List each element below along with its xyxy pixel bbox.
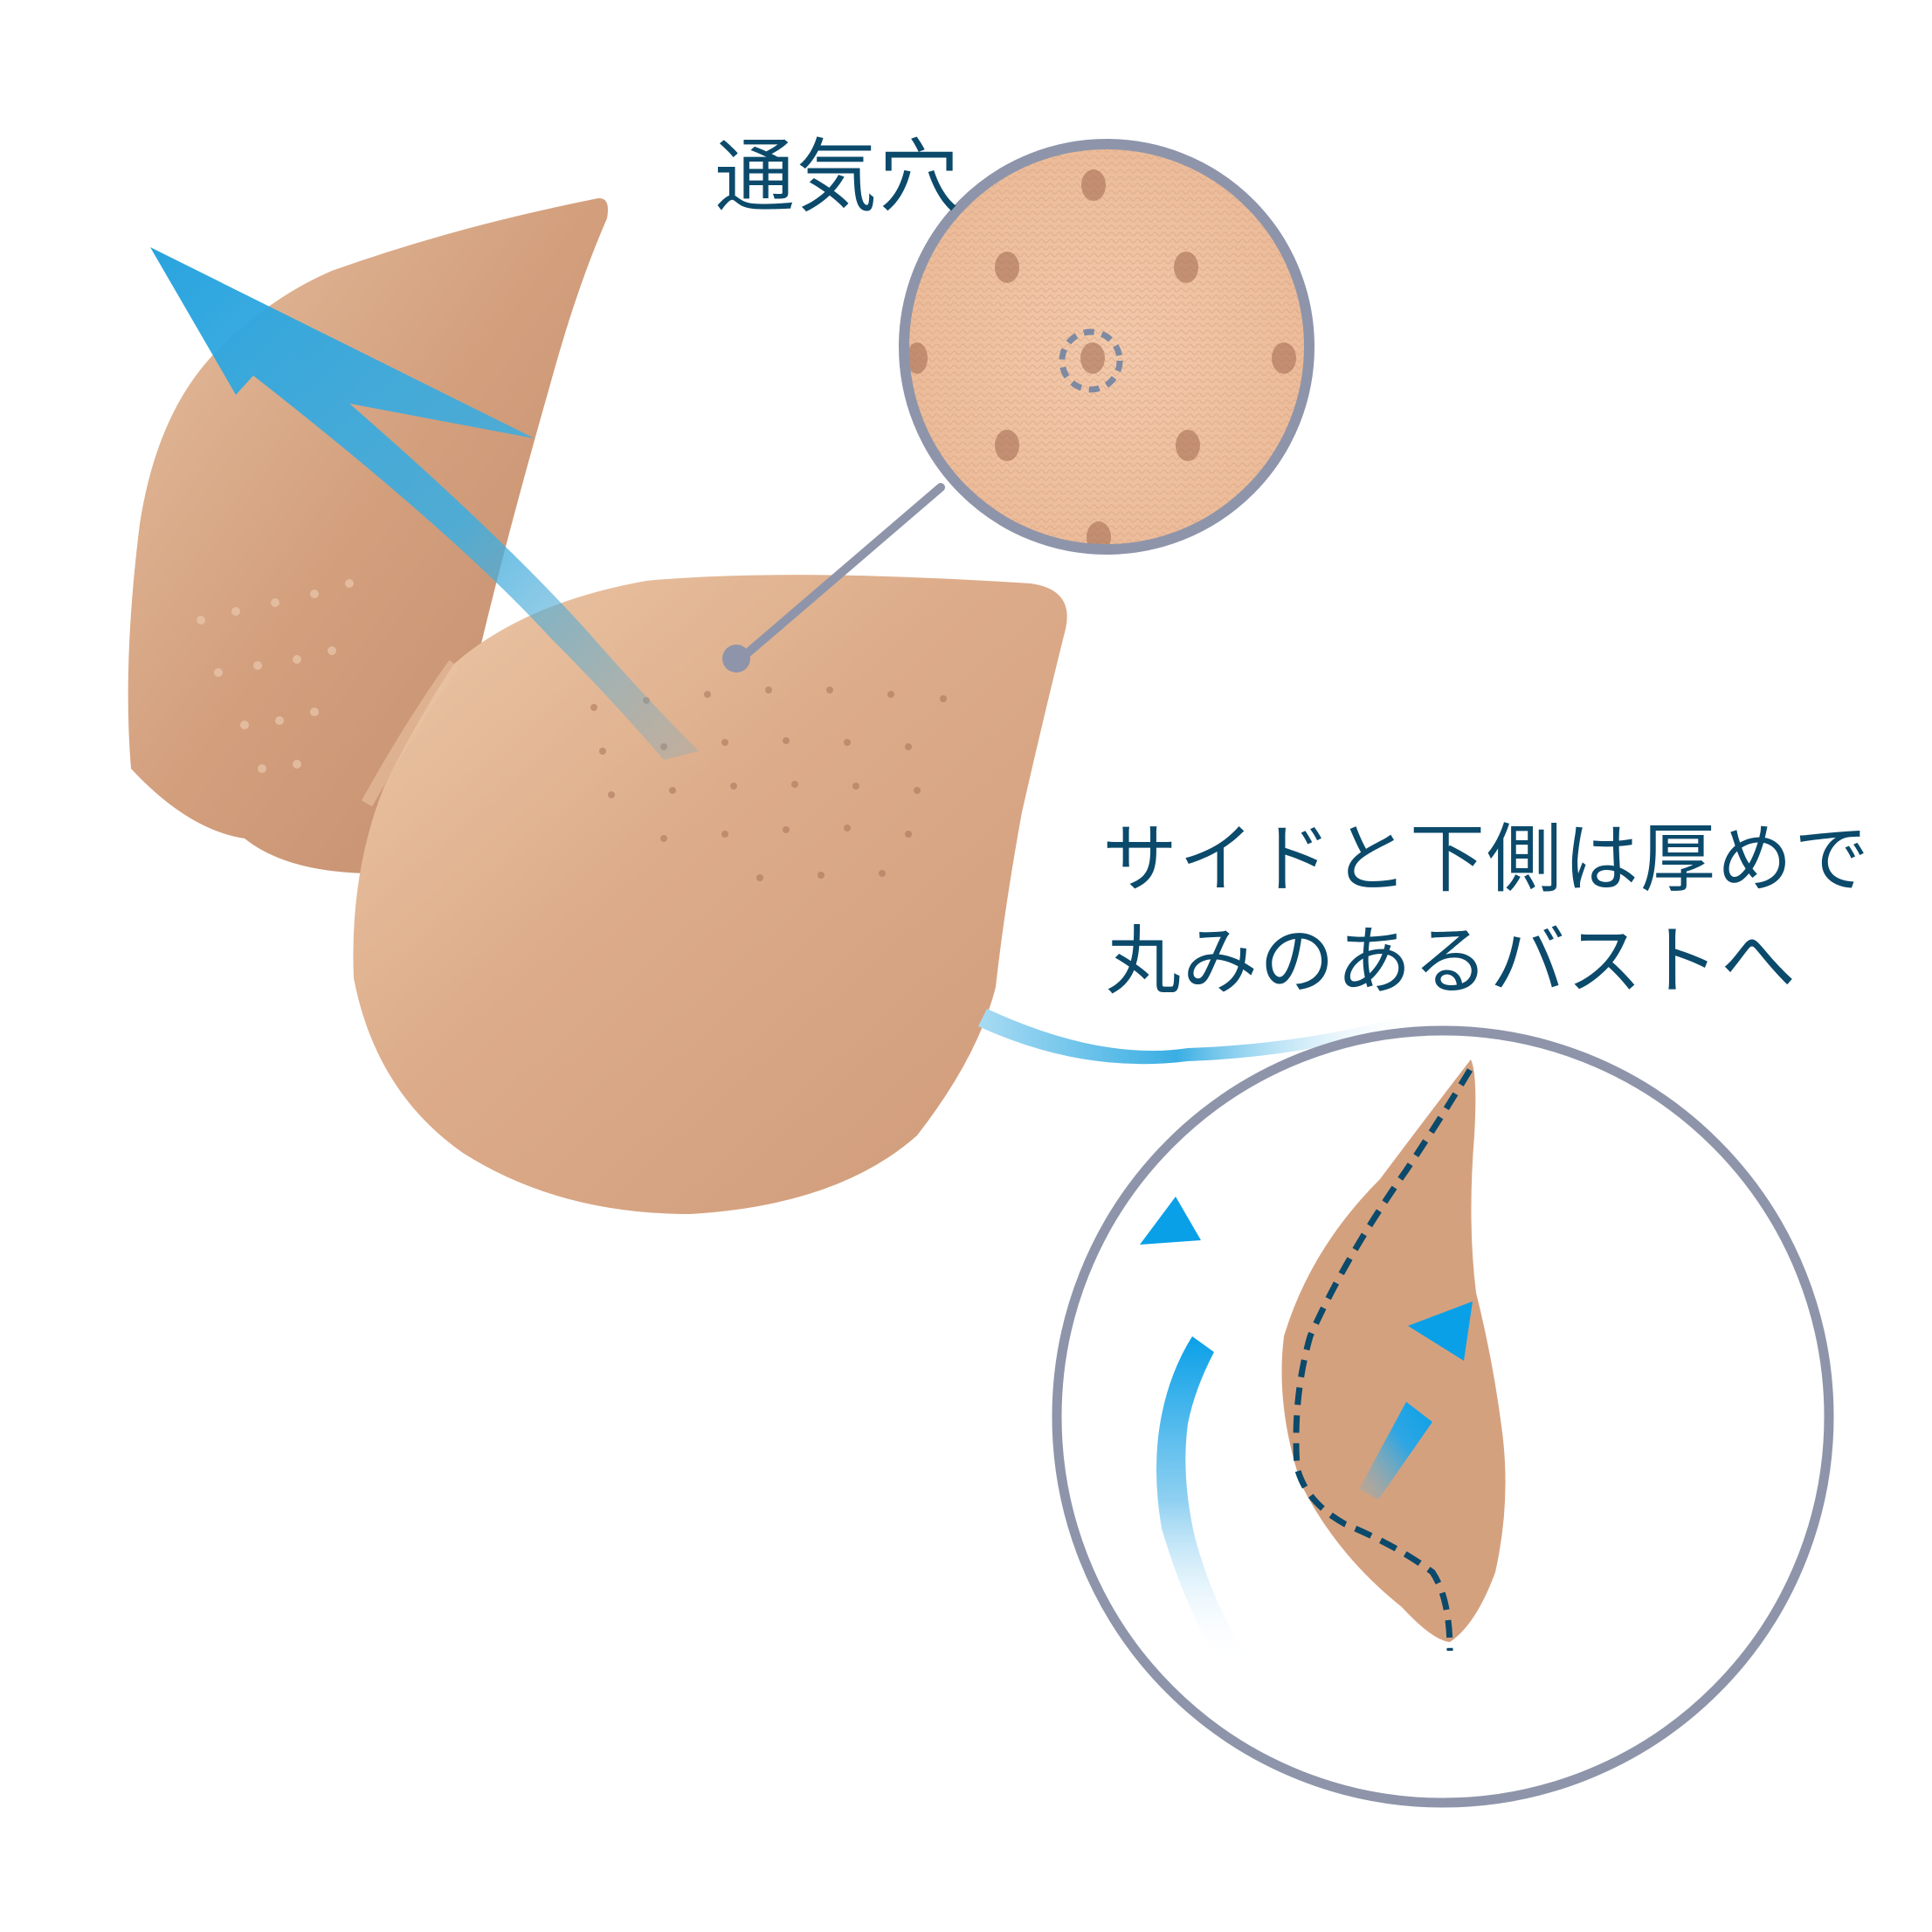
side-arrow-diagonal-icon xyxy=(1359,1402,1432,1500)
side-view-circle xyxy=(1052,1025,1834,1808)
callout-dot xyxy=(722,645,750,673)
swoosh-connector xyxy=(978,1009,1419,1065)
side-bottom-label-line2: 丸みのあるバストへ xyxy=(1106,917,1797,1005)
side-bottom-label-line1: サイドと下側は厚めで xyxy=(1102,816,1871,903)
callout-connector xyxy=(722,483,945,673)
magnifier-vent-holes xyxy=(899,139,1314,555)
front-pad xyxy=(353,575,1067,1214)
side-arrow-curved-icon xyxy=(1156,1336,1245,1664)
vent-marker-dashed-circle-icon xyxy=(1059,328,1123,393)
side-arrow-curved-head-icon xyxy=(1140,1197,1201,1245)
side-arrow-diagonal-head-icon xyxy=(1408,1301,1473,1361)
vent-holes-label: 通気穴 xyxy=(714,130,962,224)
side-bottom-thickness-label: サイドと下側は厚めで 丸みのあるバストへ xyxy=(1102,816,1871,1005)
airflow-arrow-main-icon xyxy=(150,247,699,760)
thickness-dashed-line xyxy=(1293,1068,1473,1652)
